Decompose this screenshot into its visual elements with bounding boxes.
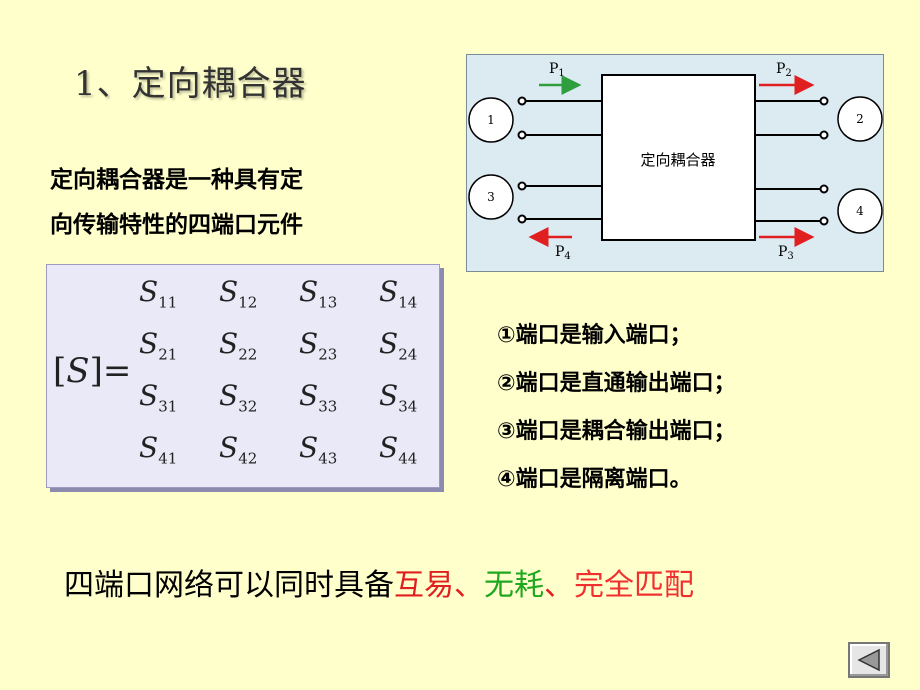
port-description-item: ①端口是输入端口； xyxy=(497,323,692,348)
summary-item-lossless: 无耗 xyxy=(484,568,544,603)
p2-label: P2 xyxy=(776,61,792,79)
matrix-cell-s42: S42 xyxy=(219,431,258,468)
port-2-label: 2 xyxy=(856,112,864,126)
matrix-cell-s41: S41 xyxy=(139,431,178,468)
summary-item-reciprocal: 互易 xyxy=(394,568,454,603)
summary-item-matched: 完全匹配 xyxy=(574,568,694,603)
port-2-circle xyxy=(837,96,883,142)
matrix-cell-s14: S14 xyxy=(379,275,418,312)
matrix-cell-s11: S11 xyxy=(139,275,178,312)
matrix-cell-s21: S21 xyxy=(139,327,178,364)
port-4-circle xyxy=(837,188,883,234)
summary-line: 四端口网络可以同时具备互易、无耗、完全匹配 xyxy=(64,560,694,604)
coupler-diagram: 定向耦合器 xyxy=(466,54,884,272)
port-description-item: ②端口是直通输出端口； xyxy=(497,371,736,396)
coupler-diagram-svg: 定向耦合器 xyxy=(468,61,883,262)
port-3-label: 3 xyxy=(487,190,495,204)
matrix-cell-s12: S12 xyxy=(219,275,258,312)
intro-line-2: 向传输特性的四端口元件 xyxy=(50,212,303,238)
port-1-label: 1 xyxy=(487,113,495,127)
matrix-cell-s44: S44 xyxy=(379,431,418,468)
intro-text: 定向耦合器是一种具有定 向传输特性的四端口元件 xyxy=(50,158,410,248)
summary-separator: 、 xyxy=(454,568,484,603)
port-description-item: ③端口是耦合输出端口； xyxy=(497,419,736,444)
summary-separator: 、 xyxy=(544,568,574,603)
matrix-cell-s22: S22 xyxy=(219,327,258,364)
matrix-cell-s13: S13 xyxy=(299,275,338,312)
intro-line-1: 定向耦合器是一种具有定 xyxy=(50,167,303,193)
port-description-item: ④端口是隔离端口。 xyxy=(497,467,692,492)
back-button[interactable] xyxy=(848,642,890,678)
matrix-cell-s43: S43 xyxy=(299,431,338,468)
port-1-circle xyxy=(468,97,514,143)
page-title: 1、定向耦合器 xyxy=(74,64,307,104)
p4-label: P4 xyxy=(555,244,571,262)
matrix-lhs: [S]= xyxy=(53,351,132,391)
matrix-cell-s32: S32 xyxy=(219,379,258,416)
left-terminals xyxy=(517,96,602,224)
port-description-list: ①端口是输入端口； ②端口是直通输出端口； ③端口是耦合输出端口； ④端口是隔离… xyxy=(497,312,736,504)
matrix-cell-s31: S31 xyxy=(139,379,178,416)
port-3-circle xyxy=(468,174,514,220)
p3-label: P3 xyxy=(778,244,794,262)
port-4-label: 4 xyxy=(856,204,864,218)
coupler-box-label: 定向耦合器 xyxy=(640,151,715,169)
coupler-box xyxy=(601,74,756,241)
matrix-cell-s23: S23 xyxy=(299,327,338,364)
p1-label: P1 xyxy=(549,61,565,79)
matrix-cell-s34: S34 xyxy=(379,379,418,416)
summary-prefix: 四端口网络可以同时具备 xyxy=(64,568,394,603)
right-terminals xyxy=(755,96,829,226)
matrix-cell-s33: S33 xyxy=(299,379,338,416)
triangle-left-icon xyxy=(857,648,880,672)
matrix-cell-s24: S24 xyxy=(379,327,418,364)
